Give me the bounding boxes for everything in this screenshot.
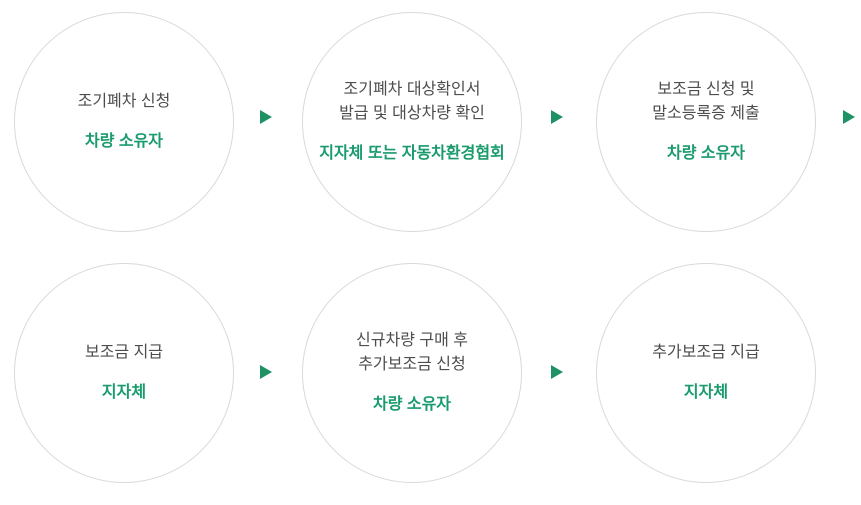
step-text-line: 추가보조금 지급 — [652, 344, 760, 361]
step-text-line: 추가보조금 신청 — [358, 356, 466, 373]
step-description: 추가보조금 지급 — [652, 341, 760, 365]
step-actor-label: 차량 소유자 — [372, 396, 452, 413]
step-circle-additional-subsidy-payment: 추가보조금 지급 지자체 — [596, 263, 816, 483]
arrow-right-icon — [260, 365, 272, 379]
arrow-right-icon — [551, 110, 563, 124]
step-description: 조기폐차 신청 — [78, 90, 171, 114]
step-circle-confirmation-issue: 조기폐차 대상확인서 발급 및 대상차량 확인 지자체 또는 자동차환경협회 — [302, 12, 522, 232]
step-circle-subsidy-apply: 보조금 신청 및 말소등록증 제출 차량 소유자 — [596, 12, 816, 232]
step-text-line: 발급 및 대상차량 확인 — [339, 105, 485, 122]
arrow-right-icon — [260, 110, 272, 124]
step-circle-new-vehicle-purchase: 신규차량 구매 후 추가보조금 신청 차량 소유자 — [302, 263, 522, 483]
step-circle-apply-scrappage: 조기폐차 신청 차량 소유자 — [14, 12, 234, 232]
step-text-line: 말소등록증 제출 — [652, 105, 760, 122]
step-description: 보조금 지급 — [85, 341, 163, 365]
step-description: 보조금 신청 및 말소등록증 제출 — [652, 78, 760, 126]
arrow-right-icon — [551, 365, 563, 379]
step-actor-label: 지자체 또는 자동차환경협회 — [319, 145, 505, 162]
step-description: 신규차량 구매 후 추가보조금 신청 — [356, 329, 468, 377]
arrow-right-icon — [843, 110, 855, 124]
step-actor-label: 지자체 — [101, 384, 147, 401]
step-text-line: 조기폐차 대상확인서 — [343, 81, 481, 98]
step-text-line: 조기폐차 신청 — [77, 93, 171, 110]
step-actor-label: 차량 소유자 — [84, 133, 164, 150]
step-text-line: 보조금 지급 — [84, 344, 164, 361]
step-text-line: 신규차량 구매 후 — [356, 332, 468, 349]
step-actor-label: 차량 소유자 — [666, 145, 746, 162]
step-description: 조기폐차 대상확인서 발급 및 대상차량 확인 — [339, 78, 485, 126]
step-text-line: 보조금 신청 및 — [657, 81, 755, 98]
step-actor-label: 지자체 — [683, 384, 729, 401]
step-circle-subsidy-payment: 보조금 지급 지자체 — [14, 263, 234, 483]
